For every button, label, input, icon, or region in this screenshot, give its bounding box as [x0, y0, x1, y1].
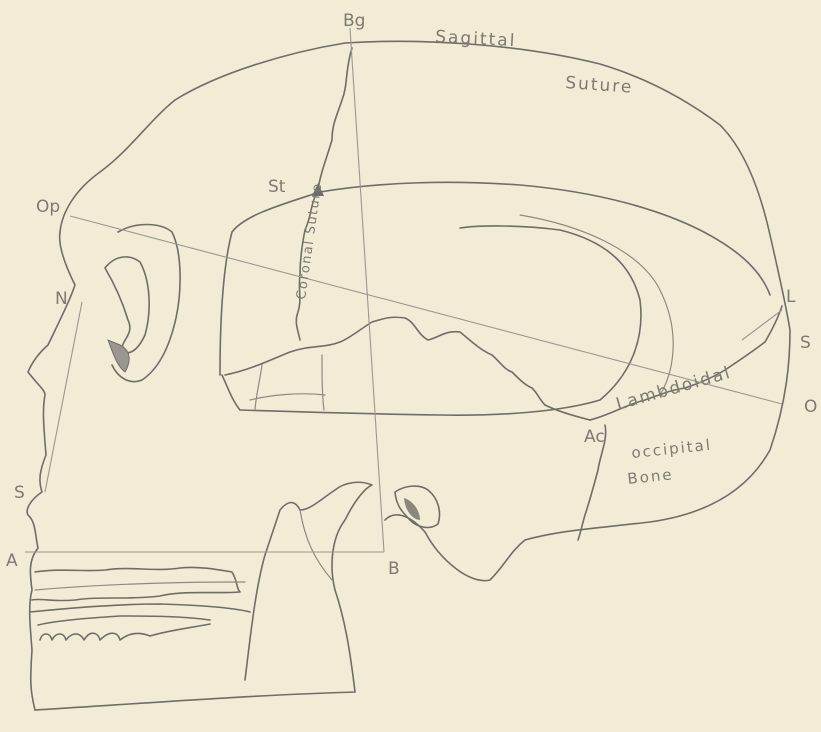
label-n: N	[55, 289, 68, 309]
label-st: St	[268, 177, 286, 197]
label-op: Op	[36, 197, 60, 217]
label-b: B	[388, 559, 400, 579]
label-bg: Bg	[343, 11, 365, 31]
label-s-right: S	[800, 333, 811, 353]
label-a: A	[6, 551, 18, 571]
word-sagittal: Sagittal	[435, 27, 517, 51]
label-s-left: S	[14, 483, 25, 503]
label-o: O	[804, 397, 817, 417]
label-ac: Ac	[584, 427, 605, 447]
label-l: L	[786, 287, 796, 307]
